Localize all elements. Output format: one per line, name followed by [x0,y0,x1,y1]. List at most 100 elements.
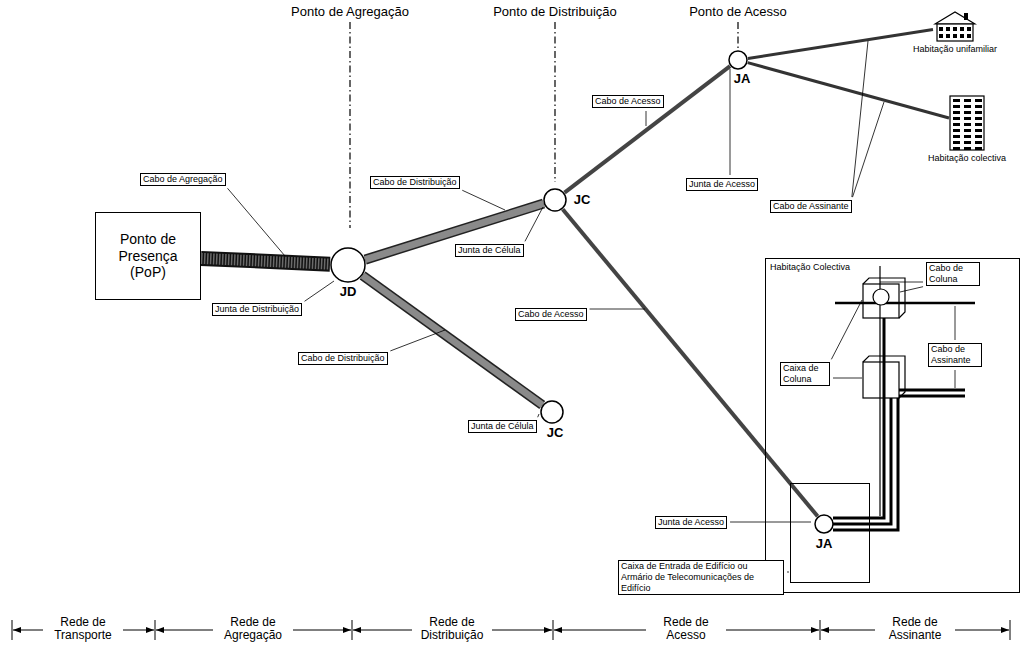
node-label: Habitação colectiva [915,153,1019,164]
leader-line [538,414,539,417]
tower-window [964,117,971,120]
network-scale [553,620,554,640]
node-label: Ponto de Presença (PoP) [102,231,194,281]
tower-window [975,129,982,132]
network-scale [12,620,1010,640]
house-window [946,34,950,38]
joint-circle [330,247,366,283]
house-window [960,34,964,38]
cable-line [748,29,933,58]
node-label: Habitação unifamiliar [900,44,1010,55]
tower-window [953,147,960,150]
tower-window [953,123,960,126]
callout-label: Junta de Célula [468,420,537,433]
section-heading: Ponto de Distribuição [491,4,619,19]
callout-label: Cabo de Acesso [515,308,587,321]
network-segment-label: Rede de Acesso [646,616,726,642]
callout-label: Junta de Acesso [686,178,758,191]
node-label: JA [712,72,772,86]
callout-label: Caixa de Entrada de Edifício ou Armário … [618,560,784,595]
joint-ring [331,248,365,282]
leader-line [390,330,445,351]
boundary-dashes [737,22,738,48]
tower-window [975,147,982,150]
node-label: Habitação Colectiva [770,262,850,273]
cable-core [365,204,543,260]
boundary-dashes [349,22,350,228]
cable-line [363,276,543,405]
access-cable [565,66,731,193]
joint-ring [544,189,566,211]
tower-window [975,135,982,138]
building-cabling [899,389,965,392]
column-box [863,278,905,318]
callout-label: Junta de Distribuição [212,303,302,316]
leader-line [955,370,956,388]
leader-line [525,207,543,241]
tower-window [964,147,971,150]
house-roof [935,12,975,24]
tower-window [975,117,982,120]
joint-circle [728,50,748,70]
cable-line [748,63,949,118]
subscriber-cable [748,29,933,58]
tower-window [964,105,971,108]
network-scale [155,620,156,640]
tower-window [953,117,960,120]
leader-line [730,522,811,523]
joint-ring [729,51,747,69]
subscriber-cable [748,63,949,118]
leader-line [228,188,285,256]
building-icon [933,10,977,42]
house-window [967,34,971,38]
callout-label: Cabo de Coluna [926,262,980,286]
column-box [863,278,905,398]
leader-line [833,378,862,379]
joint-circle [814,514,834,534]
leader-line [900,287,923,292]
leader-line [787,572,789,573]
tower-window [964,99,971,102]
tower-window [953,135,960,138]
tower-window [964,111,971,114]
node-label: JC [550,193,614,207]
tower-window [964,135,971,138]
callout-label: Junta de Acesso [655,516,727,529]
tower-window [964,141,971,144]
column-box [873,289,889,305]
callout-label: Cabo de Distribuição [370,176,460,189]
building-cabling [833,398,891,524]
building-entry-box: JA [790,483,870,583]
tower-window [964,129,971,132]
cable-core [201,258,330,264]
distribution-cable [363,276,543,405]
leader-line [462,190,505,210]
node-label: JD [310,285,386,299]
tower-wall [950,96,984,150]
joint-ring [815,515,833,533]
network-segment-label: Rede de Distribuição [412,616,492,642]
leader-line [305,281,334,301]
house-window [953,27,957,31]
section-heading: Ponto de Acesso [687,4,789,19]
building-cabling [833,318,884,518]
leader-line [831,300,862,359]
distribution-joint: JD [310,247,386,301]
tower-window [975,123,982,126]
house-window [939,34,943,38]
joint-ring [541,401,563,423]
tower-window [953,111,960,114]
tower-window [953,99,960,102]
building-cabling [899,395,965,398]
joint-circle [543,188,567,212]
single-family-house: Habitação unifamiliar [900,10,1010,58]
network-scale [352,620,353,640]
house-chimney [964,13,968,20]
leader-line [590,309,645,310]
section-heading: Ponto de Agregação [289,4,411,19]
leader-line [730,69,731,175]
callout-label: Junta de Célula [455,244,524,257]
network-segment-label: Rede de Agregação [213,616,293,642]
